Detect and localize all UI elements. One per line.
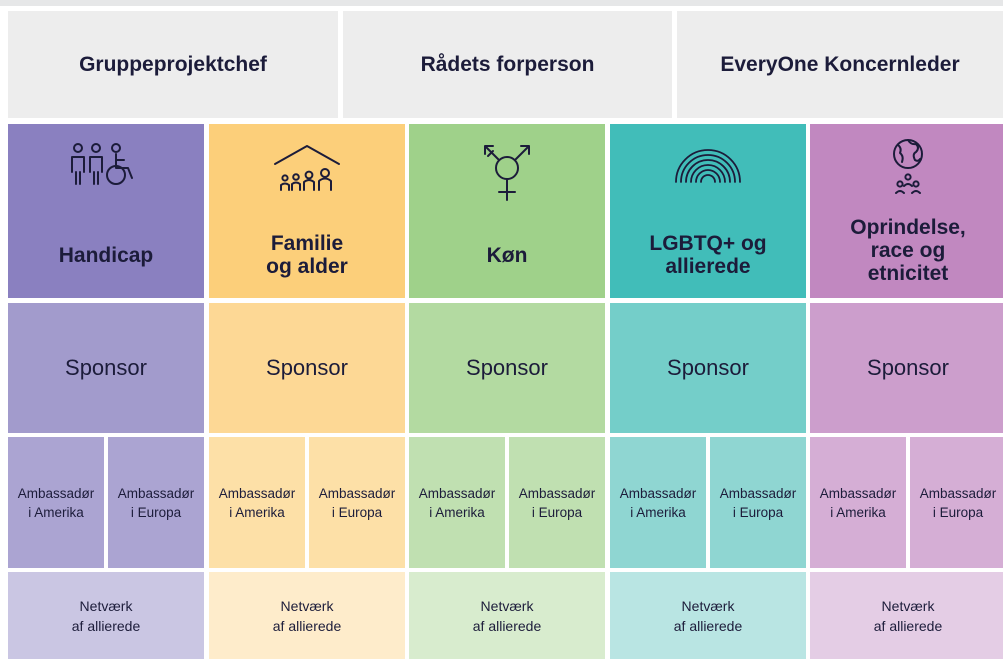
leader-box-group-project-chief: Gruppeprojektchef xyxy=(8,11,338,118)
sponsor-box: Sponsor xyxy=(8,303,204,433)
leader-label: Gruppeprojektchef xyxy=(79,52,267,76)
amb-line: i Amerika xyxy=(429,504,485,520)
family-house-icon xyxy=(209,142,405,206)
ambassador-americas-box: Ambassadør i Amerika xyxy=(610,437,706,568)
group-header: Oprindelse, race og etnicitet xyxy=(810,124,1003,298)
amb-line: Ambassadør xyxy=(518,485,596,501)
group-title: Køn xyxy=(409,244,605,267)
sponsor-label: Sponsor xyxy=(667,355,749,380)
ambassador-europe-box: Ambassadør i Europa xyxy=(108,437,204,568)
ambassador-americas-box: Ambassadør i Amerika xyxy=(209,437,305,568)
net-line: af allierede xyxy=(272,617,342,634)
ambassador-europe-box: Ambassadør i Europa xyxy=(509,437,605,568)
sponsor-box: Sponsor xyxy=(209,303,405,433)
title-line: race og xyxy=(870,239,946,262)
title-line: Køn xyxy=(486,244,528,267)
top-divider xyxy=(0,0,1003,6)
rainbow-icon xyxy=(610,142,806,206)
group-title: Handicap xyxy=(8,244,204,267)
net-line: af allierede xyxy=(673,617,743,634)
amb-line: Ambassadør xyxy=(218,485,296,501)
title-line: Familie xyxy=(270,232,344,255)
ambassador-americas-box: Ambassadør i Amerika xyxy=(409,437,505,568)
title-line: LGBTQ+ og xyxy=(649,232,767,255)
ambassador-americas-box: Ambassadør i Amerika xyxy=(810,437,906,568)
gender-symbol-icon xyxy=(409,142,605,212)
amb-line: Ambassadør xyxy=(719,485,797,501)
net-line: Netværk xyxy=(681,597,735,614)
leader-label: EveryOne Koncernleder xyxy=(720,52,960,76)
amb-line: i Amerika xyxy=(28,504,84,520)
net-line: af allierede xyxy=(71,617,141,634)
title-line: allierede xyxy=(665,255,751,278)
title-line: etnicitet xyxy=(867,262,949,285)
group-title: LGBTQ+ og allierede xyxy=(610,232,806,278)
amb-line: i Europa xyxy=(932,504,984,520)
amb-line: Ambassadør xyxy=(17,485,95,501)
ambassador-europe-box: Ambassadør i Europa xyxy=(710,437,806,568)
net-line: Netværk xyxy=(280,597,334,614)
net-line: Netværk xyxy=(480,597,534,614)
ally-network-box: Netværk af allierede xyxy=(610,572,806,659)
title-line: og alder xyxy=(266,255,348,278)
ally-network-box: Netværk af allierede xyxy=(8,572,204,659)
amb-line: Ambassadør xyxy=(318,485,396,501)
ambassador-europe-box: Ambassadør i Europa xyxy=(910,437,1003,568)
amb-line: Ambassadør xyxy=(619,485,697,501)
globe-people-icon xyxy=(810,136,1003,200)
amb-line: i Amerika xyxy=(830,504,886,520)
amb-line: i Europa xyxy=(531,504,583,520)
group-title: Familie og alder xyxy=(209,232,405,278)
amb-line: i Amerika xyxy=(229,504,285,520)
amb-line: Ambassadør xyxy=(117,485,195,501)
leader-box-everyone-leader: EveryOne Koncernleder xyxy=(677,11,1003,118)
ally-network-box: Netværk af allierede xyxy=(209,572,405,659)
group-header: LGBTQ+ og allierede xyxy=(610,124,806,298)
group-header: Handicap xyxy=(8,124,204,298)
amb-line: i Europa xyxy=(732,504,784,520)
sponsor-label: Sponsor xyxy=(466,355,548,380)
net-line: Netværk xyxy=(79,597,133,614)
amb-line: Ambassadør xyxy=(819,485,897,501)
amb-line: i Europa xyxy=(130,504,182,520)
group-title: Oprindelse, race og etnicitet xyxy=(810,216,1003,285)
sponsor-label: Sponsor xyxy=(65,355,147,380)
ally-network-box: Netværk af allierede xyxy=(810,572,1003,659)
sponsor-box: Sponsor xyxy=(810,303,1003,433)
amb-line: i Amerika xyxy=(630,504,686,520)
leader-box-council-chair: Rådets forperson xyxy=(343,11,672,118)
sponsor-box: Sponsor xyxy=(610,303,806,433)
sponsor-label: Sponsor xyxy=(867,355,949,380)
ally-network-box: Netværk af allierede xyxy=(409,572,605,659)
leader-label: Rådets forperson xyxy=(420,52,595,76)
group-header: Køn xyxy=(409,124,605,298)
net-line: Netværk xyxy=(881,597,935,614)
amb-line: Ambassadør xyxy=(919,485,997,501)
title-line: Oprindelse, xyxy=(850,216,966,239)
ambassador-europe-box: Ambassadør i Europa xyxy=(309,437,405,568)
people-wheelchair-icon xyxy=(8,142,204,206)
group-header: Familie og alder xyxy=(209,124,405,298)
net-line: af allierede xyxy=(472,617,542,634)
net-line: af allierede xyxy=(873,617,943,634)
amb-line: Ambassadør xyxy=(418,485,496,501)
sponsor-label: Sponsor xyxy=(266,355,348,380)
amb-line: i Europa xyxy=(331,504,383,520)
title-line: Handicap xyxy=(58,244,154,267)
ambassador-americas-box: Ambassadør i Amerika xyxy=(8,437,104,568)
sponsor-box: Sponsor xyxy=(409,303,605,433)
